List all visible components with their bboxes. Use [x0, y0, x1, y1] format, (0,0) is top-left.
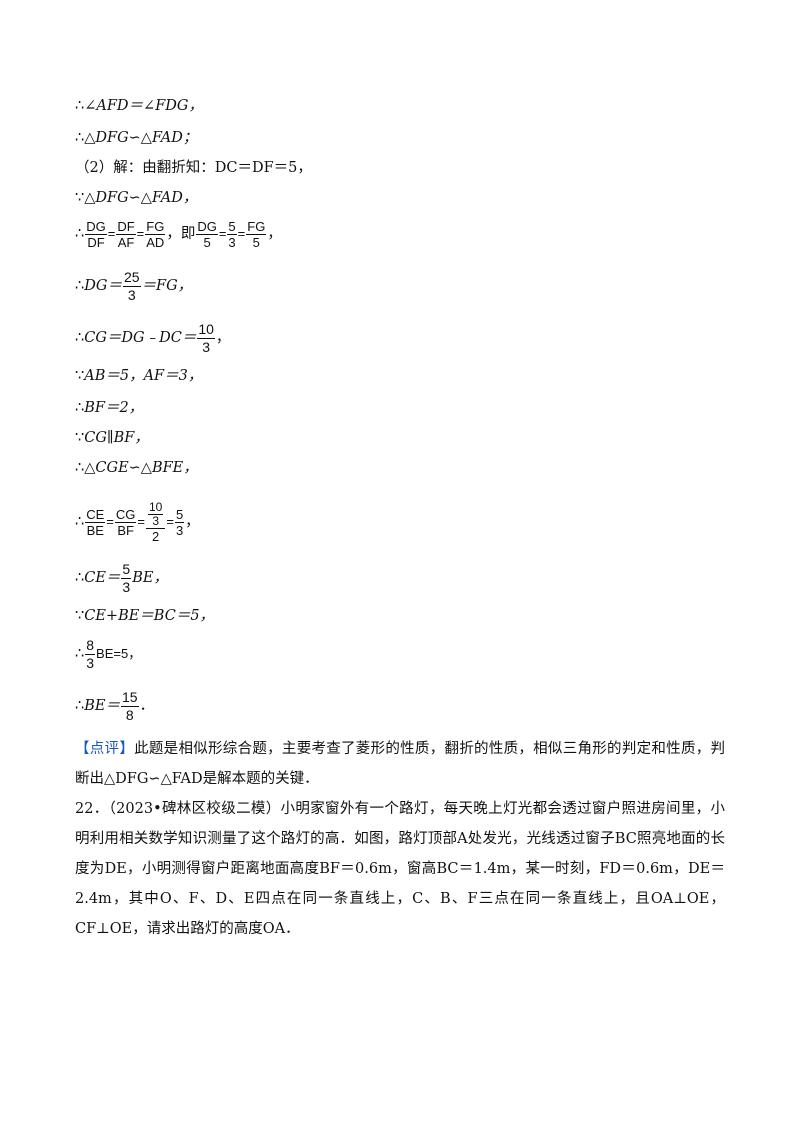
line-text: △DFG∽△FAD；	[84, 130, 198, 146]
solution-line-2: ∴△DFG∽△FAD；	[75, 128, 197, 148]
therefore-symbol: ∴	[75, 698, 85, 714]
review-paragraph: 【点评】此题是相似形综合题，主要考查了菱形的性质，翻折的性质，相似三角形的判定和…	[75, 734, 725, 794]
line-text: △DFG∽△FAD，	[84, 190, 198, 206]
line-text: ∠AFD＝∠FDG，	[84, 98, 203, 114]
solution-line-10: ∵CG∥BF，	[75, 430, 149, 446]
therefore-symbol: ∴	[75, 130, 85, 146]
therefore-symbol: ∴	[75, 278, 85, 294]
solution-line-11: ∴△CGE∽△BFE，	[75, 460, 198, 476]
solution-line-1: ∴∠AFD＝∠FDG，	[75, 96, 203, 116]
therefore-symbol: ∴	[75, 98, 85, 114]
therefore-symbol: ∴	[75, 460, 85, 476]
therefore-symbol: ∴	[75, 570, 85, 586]
therefore-symbol: ∴	[75, 226, 85, 242]
review-label: 【点评】	[75, 741, 135, 757]
because-symbol: ∵	[75, 368, 85, 384]
because-symbol: ∵	[75, 430, 85, 446]
therefore-symbol: ∴	[75, 646, 85, 662]
solution-line-9: ∴BF＝2，	[75, 400, 144, 416]
therefore-symbol: ∴	[75, 514, 85, 530]
solution-line-3: （2）解：由翻折知：DC＝DF＝5，	[75, 158, 312, 178]
because-symbol: ∵	[75, 190, 85, 206]
question-22-text: 22．（2023•碑林区校级二模）小明家窗外有一个路灯，每天晚上灯光都会透过窗户…	[75, 801, 725, 937]
review-text: 此题是相似形综合题，主要考查了菱形的性质，翻折的性质，相似三角形的判定和性质，判…	[75, 741, 726, 787]
because-symbol: ∵	[75, 608, 85, 624]
therefore-symbol: ∴	[75, 330, 85, 346]
line-text: （2）解：由翻折知：DC＝DF＝5，	[75, 160, 312, 176]
solution-line-4: ∵△DFG∽△FAD，	[75, 188, 197, 208]
separator-text: ，即	[166, 226, 196, 242]
question-22-paragraph: 22．（2023•碑林区校级二模）小明家窗外有一个路灯，每天晚上灯光都会透过窗户…	[75, 794, 725, 944]
therefore-symbol: ∴	[75, 400, 85, 416]
solution-line-14: ∵CE+BE＝BC＝5，	[75, 608, 215, 624]
solution-line-8: ∵AB＝5，AF＝3，	[75, 368, 203, 384]
